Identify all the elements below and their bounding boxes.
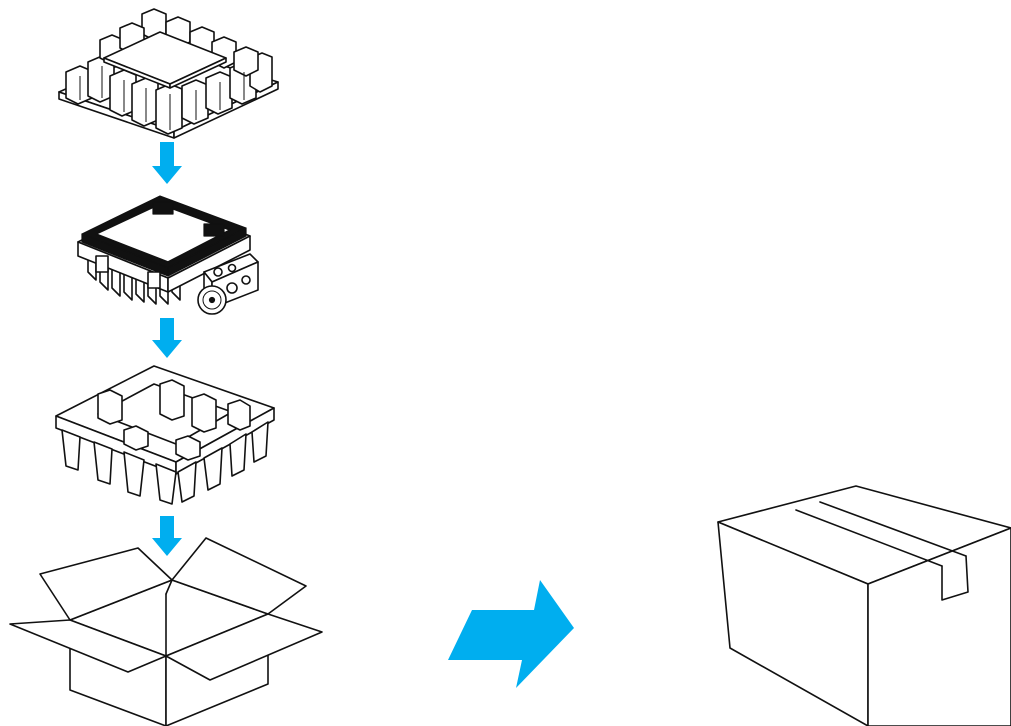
- open-box-icon: [9, 537, 323, 726]
- device-unit-icon: [77, 195, 259, 315]
- down-arrow-3: [152, 516, 182, 556]
- bottom-foam-tray-icon: [55, 365, 275, 505]
- down-arrow-1: [152, 142, 182, 184]
- sealed-box-icon: [717, 485, 1011, 726]
- right-arrow: [448, 580, 574, 688]
- top-foam-tray-icon: [58, 8, 279, 139]
- down-arrow-2: [152, 318, 182, 358]
